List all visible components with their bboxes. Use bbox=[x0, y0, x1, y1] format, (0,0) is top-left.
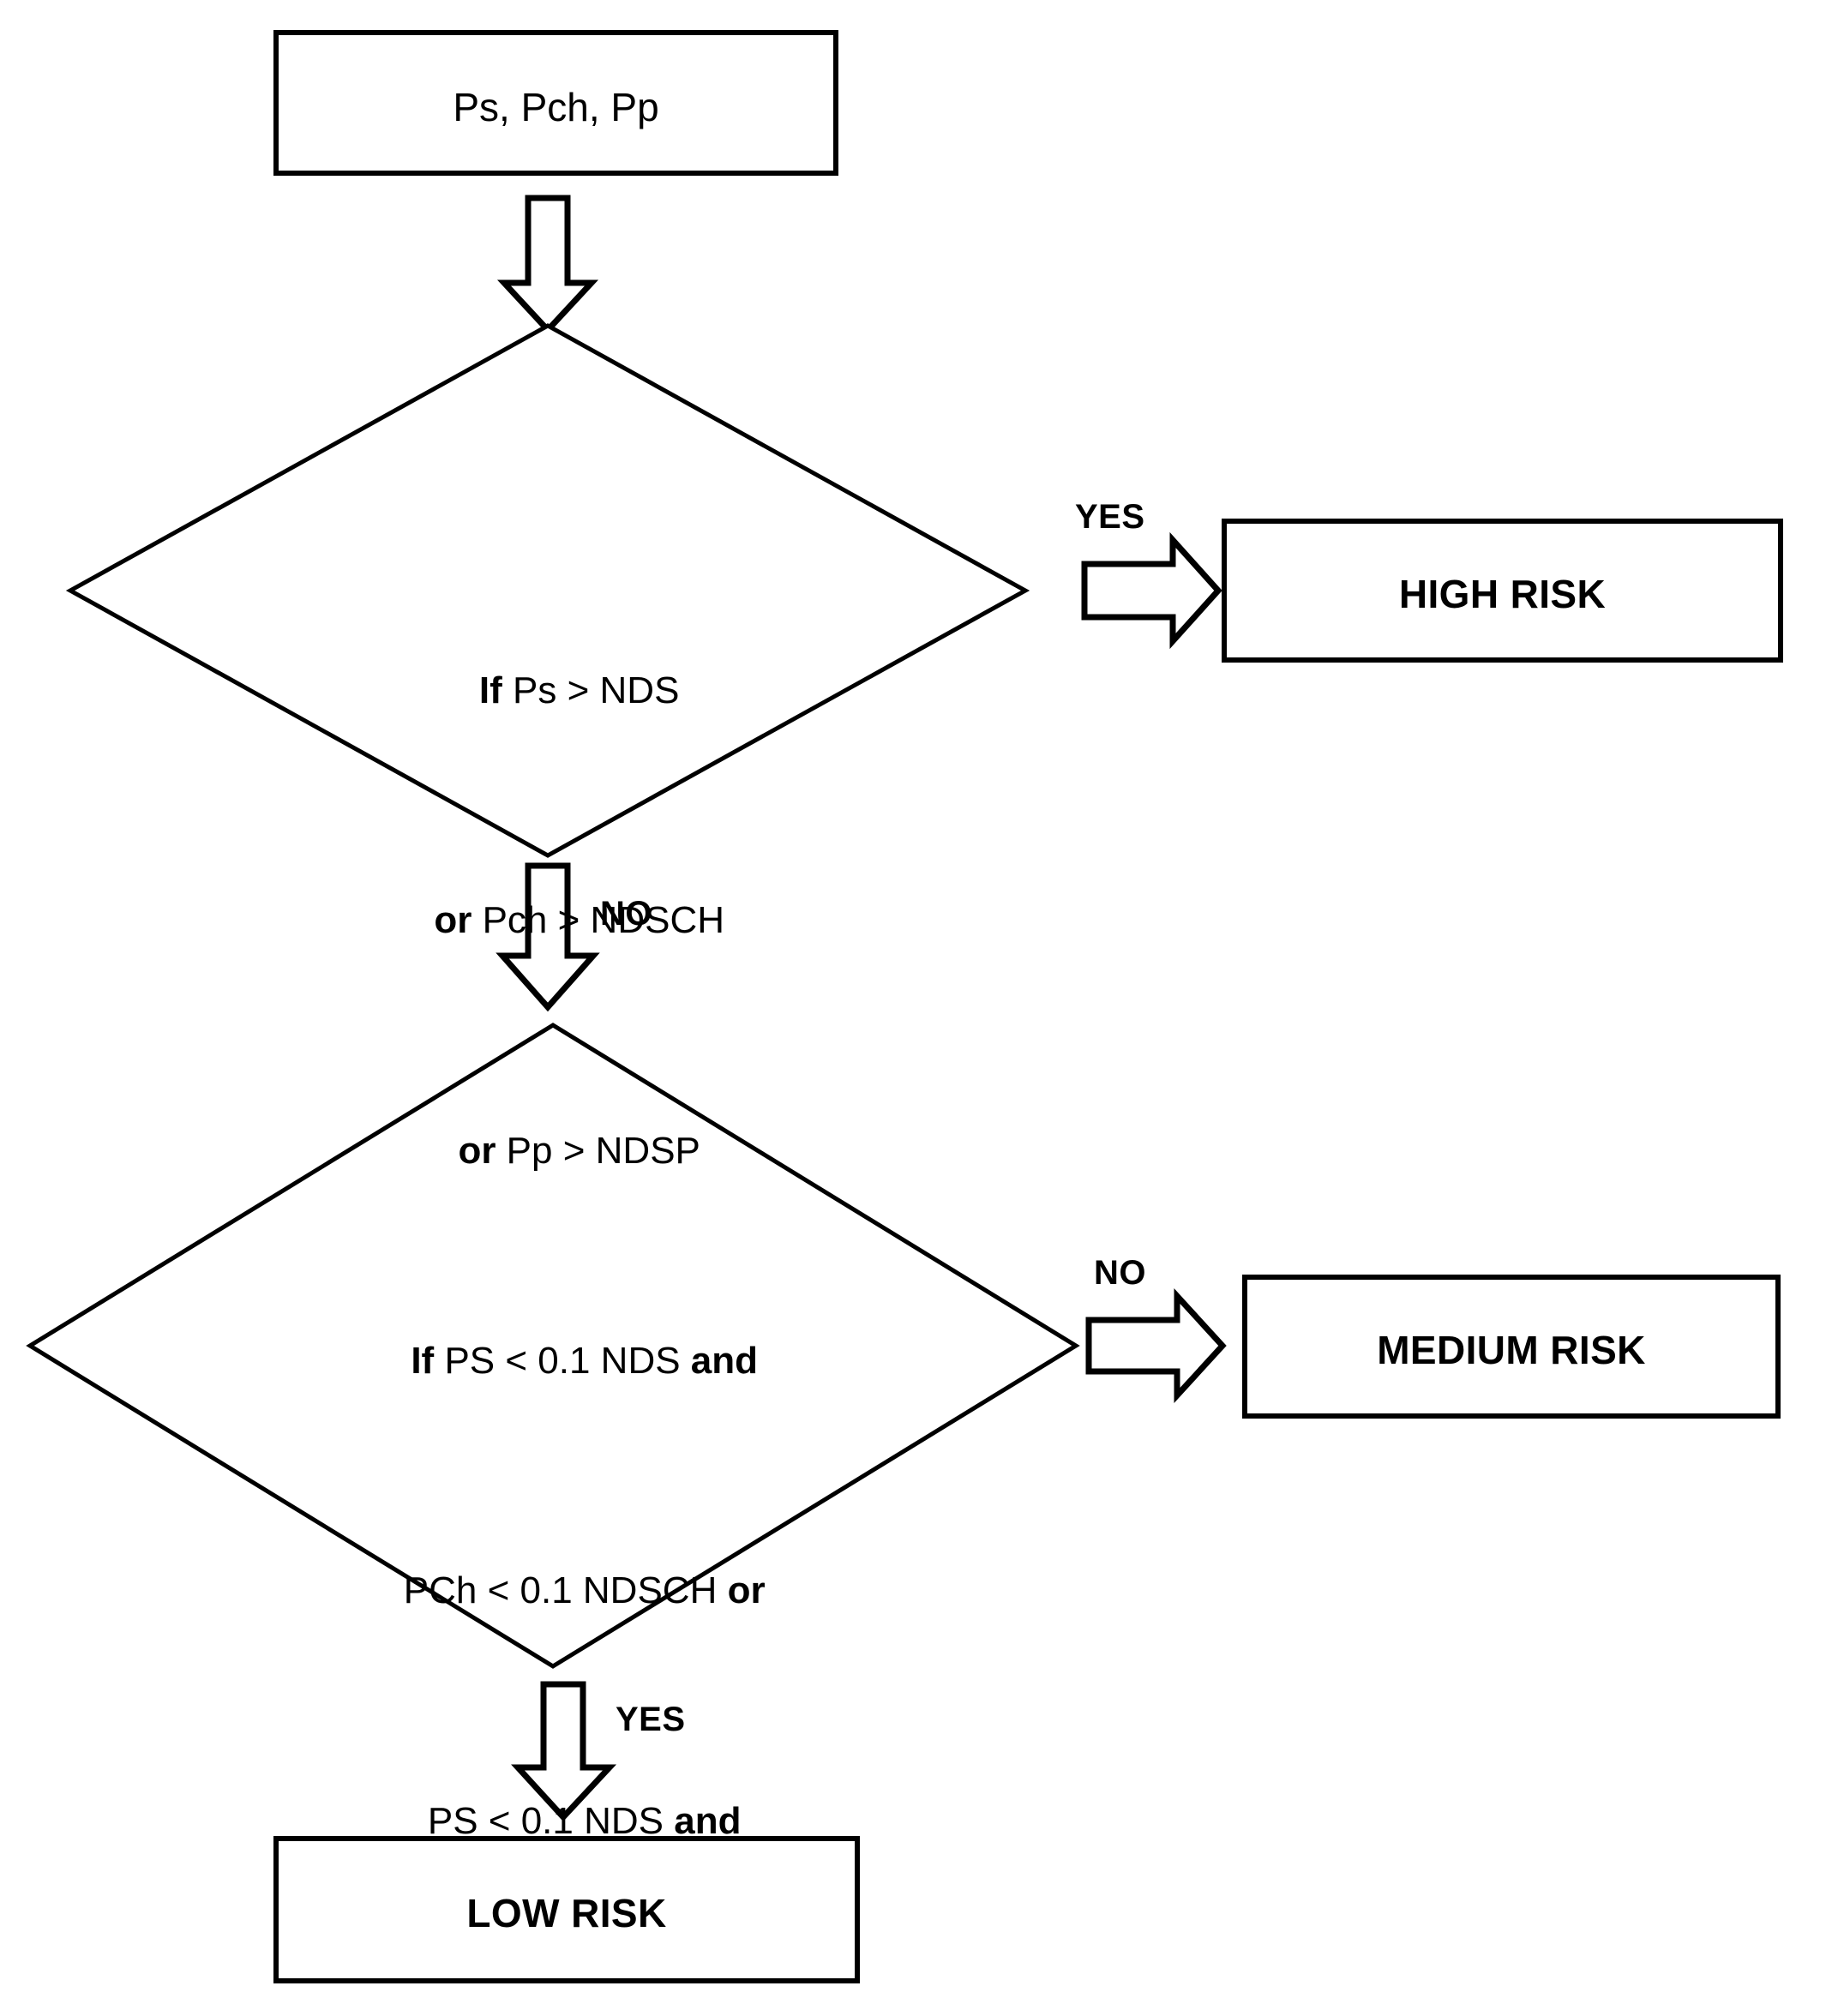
edge-label-decision2-no: NO bbox=[1094, 1254, 1146, 1292]
decision1-line-3: or Pp > NDSP bbox=[291, 1082, 805, 1220]
decision2-line-3-keyword-end: and bbox=[674, 1799, 742, 1842]
arrow-decision2-to-low-risk bbox=[511, 1681, 617, 1822]
decision2-line-2-text: PCh < 0.1 NDSCH bbox=[403, 1569, 728, 1612]
outcome-medium-risk-label: MEDIUM RISK bbox=[1377, 1328, 1646, 1372]
decision1-line-1-keyword: If bbox=[478, 669, 502, 712]
arrow-input-to-decision1 bbox=[496, 195, 599, 335]
decision1-line-3-keyword: or bbox=[458, 1129, 496, 1172]
arrow-decision1-to-decision2 bbox=[496, 862, 600, 1012]
decision2-line-4: PP < 0.1 NDSP or bbox=[296, 1982, 810, 2016]
decision1-line-2-text: Pch > NDSCH bbox=[472, 899, 724, 942]
decision2-line-1-keyword: If bbox=[411, 1340, 435, 1383]
decision2-line-3: PS < 0.1 NDS and bbox=[296, 1752, 810, 1890]
decision2-line-2: PCh < 0.1 NDSCH or bbox=[296, 1522, 810, 1660]
arrow-decision2-to-medium-risk bbox=[1085, 1287, 1227, 1404]
edge-label-decision1-no: NO bbox=[600, 895, 652, 933]
decision-node-2-label: If PS < 0.1 NDS and PCh < 0.1 NDSCH or P… bbox=[296, 1200, 810, 2016]
decision1-line-1: If Ps > NDS bbox=[291, 621, 805, 759]
decision-node-1-label: If Ps > NDS or Pch > NDSCH or Pp > NDSP bbox=[291, 530, 805, 1311]
decision1-line-1-text: Ps > NDS bbox=[502, 669, 680, 712]
input-node-label: Ps, Pch, Pp bbox=[453, 85, 659, 129]
edge-label-decision1-yes: YES bbox=[1075, 498, 1145, 536]
input-node-box[interactable] bbox=[273, 30, 838, 176]
outcome-high-risk-label: HIGH RISK bbox=[1398, 572, 1607, 616]
outcome-low-risk-box[interactable] bbox=[273, 1836, 860, 1983]
decision1-line-2-keyword: or bbox=[434, 899, 472, 942]
decision1-line-2: or Pch > NDSCH bbox=[291, 852, 805, 990]
outcome-high-risk-box[interactable] bbox=[1222, 519, 1783, 663]
decision-node-2-diamond[interactable] bbox=[26, 1023, 1080, 1669]
decision2-line-1: If PS < 0.1 NDS and bbox=[296, 1292, 810, 1430]
edge-label-decision2-yes: YES bbox=[616, 1701, 686, 1738]
decision-node-1-diamond[interactable] bbox=[65, 323, 1030, 858]
decision2-line-3-text: PS < 0.1 NDS bbox=[427, 1799, 675, 1842]
outcome-medium-risk-box[interactable] bbox=[1242, 1275, 1781, 1419]
outcome-low-risk-label: LOW RISK bbox=[466, 1891, 667, 1935]
decision1-line-3-text: Pp > NDSP bbox=[496, 1129, 700, 1172]
arrow-decision1-to-high-risk bbox=[1081, 531, 1222, 650]
decision2-line-1-text: PS < 0.1 NDS bbox=[434, 1340, 691, 1383]
decision2-line-1-keyword-end: and bbox=[690, 1340, 759, 1383]
decision2-line-2-keyword-end: or bbox=[727, 1569, 766, 1612]
